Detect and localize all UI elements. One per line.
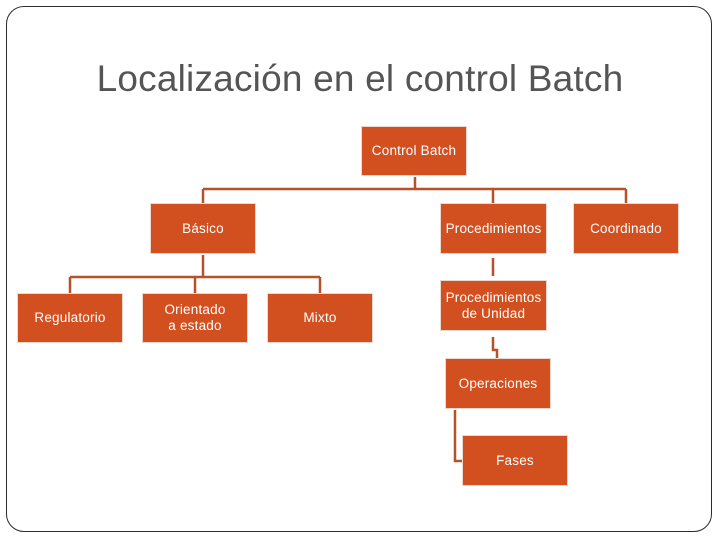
node-fases: Fases xyxy=(462,435,568,486)
node-regulatorio: Regulatorio xyxy=(17,293,123,343)
node-control-batch: Control Batch xyxy=(361,126,467,176)
node-operaciones: Operaciones xyxy=(445,358,551,409)
node-mixto: Mixto xyxy=(267,293,373,343)
node-coordinado: Coordinado xyxy=(573,203,679,254)
node-basico: Básico xyxy=(150,203,256,254)
slide-frame xyxy=(6,6,712,532)
slide-title: Localización en el control Batch xyxy=(96,58,624,99)
node-procedimientos-de-unidad: Procedimientos de Unidad xyxy=(440,280,547,331)
node-orientado-a-estado: Orientado a estado xyxy=(142,293,248,343)
node-procedimientos: Procedimientos xyxy=(440,203,547,254)
